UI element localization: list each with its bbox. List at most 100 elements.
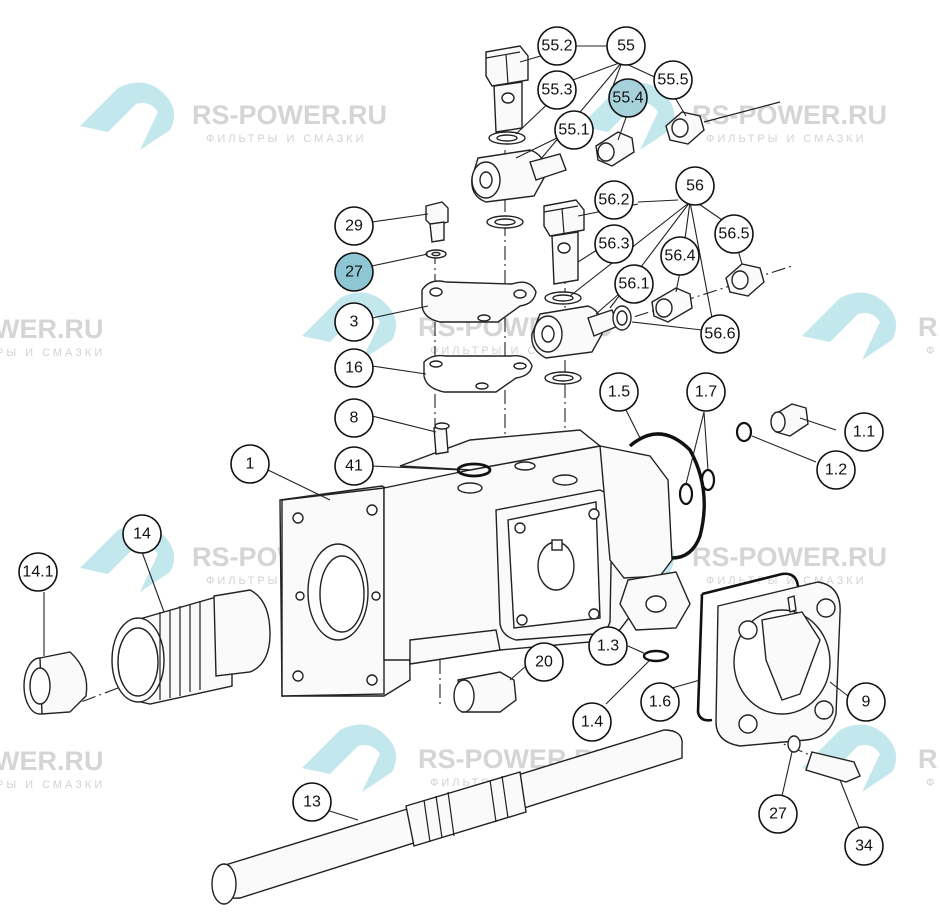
banjo-assembly-56 <box>531 199 765 385</box>
callout-55-2: 55.2 <box>537 26 577 66</box>
svg-text:14.1: 14.1 <box>22 564 53 581</box>
svg-text:55.2: 55.2 <box>541 38 572 55</box>
watermark-2: RS-POWER.RU ФИЛЬТРЫ И СМАЗКИ <box>580 82 887 150</box>
watermark-logo <box>802 292 897 360</box>
sleeve-14 <box>23 589 271 715</box>
callout-27: 27 <box>758 794 798 834</box>
svg-text:9: 9 <box>862 694 871 711</box>
svg-text:56.5: 56.5 <box>718 226 749 243</box>
svg-text:55.1: 55.1 <box>558 122 589 139</box>
callout-56-6: 56.6 <box>700 314 740 354</box>
end-cover-9 <box>696 572 861 783</box>
watermark-10: R Ф <box>802 724 938 792</box>
banjo-assembly-55 <box>471 45 781 229</box>
callout-1-1: 1.1 <box>844 412 884 452</box>
svg-text:34: 34 <box>855 838 873 855</box>
callout-55-3: 55.3 <box>537 70 577 110</box>
callout-1-3: 1.3 <box>588 626 628 666</box>
callout-13: 13 <box>292 782 332 822</box>
watermark-tagline-partial: РЫ И СМАЗКИ <box>0 779 105 791</box>
svg-text:1.5: 1.5 <box>608 384 630 401</box>
watermark-logo <box>80 82 175 150</box>
svg-text:13: 13 <box>303 794 321 811</box>
callout-56-2: 56.2 <box>594 180 634 220</box>
callout-16: 16 <box>334 348 374 388</box>
watermark-logo <box>802 724 897 792</box>
svg-text:16: 16 <box>345 360 363 377</box>
callout-56-1: 56.1 <box>614 264 654 304</box>
callout-56: 56 <box>675 166 715 206</box>
fitting-20 <box>453 671 517 713</box>
callout-1: 1 <box>230 444 270 484</box>
callout-9: 9 <box>846 682 886 722</box>
watermark-tagline: ФИЛЬТРЫ И СМАЗКИ <box>706 575 867 587</box>
svg-text:55.5: 55.5 <box>657 72 688 89</box>
svg-text:55.4: 55.4 <box>612 90 643 107</box>
shaft-13 <box>211 729 683 905</box>
watermark-logo <box>302 292 397 360</box>
callout-55-4: 55.4 <box>608 78 648 118</box>
ring-1-3 <box>642 649 670 663</box>
svg-text:56: 56 <box>686 178 704 195</box>
callout-56-4: 56.4 <box>660 236 700 276</box>
callout-27-highlighted: 27 <box>334 252 374 292</box>
watermark-brand-partial: WER.RU <box>0 746 104 776</box>
watermark-tagline-edge: Ф <box>926 345 937 357</box>
callout-8: 8 <box>334 398 374 438</box>
callout-3: 3 <box>334 302 374 342</box>
watermark-brand: RS-POWER.RU <box>692 100 887 130</box>
watermark-brand-edge: R <box>918 744 938 774</box>
main-housing <box>279 422 691 697</box>
svg-text:14: 14 <box>133 526 151 543</box>
callout-1-7: 1.7 <box>686 372 726 412</box>
callout-41: 41 <box>334 446 374 486</box>
watermark-brand: RS-POWER.RU <box>692 542 887 572</box>
callout-55: 55 <box>606 26 646 66</box>
watermark-logo <box>302 724 397 792</box>
callout-55-5: 55.5 <box>653 60 693 100</box>
watermark-brand-edge: R <box>918 312 938 342</box>
watermark-8: WER.RU РЫ И СМАЗКИ <box>0 746 105 791</box>
svg-text:56.1: 56.1 <box>618 276 649 293</box>
svg-text:55: 55 <box>617 38 635 55</box>
watermark-brand: RS-POWER.RU <box>192 100 387 130</box>
svg-text:20: 20 <box>535 654 553 671</box>
watermark-1: RS-POWER.RU ФИЛЬТРЫ И СМАЗКИ <box>80 82 387 150</box>
svg-text:29: 29 <box>345 218 363 235</box>
callout-34: 34 <box>844 826 884 866</box>
svg-text:56.6: 56.6 <box>704 326 735 343</box>
svg-text:55.3: 55.3 <box>541 82 572 99</box>
watermark-tagline: ФИЛЬТРЫ И СМАЗКИ <box>206 133 367 145</box>
leader-lines <box>43 45 861 831</box>
svg-text:1.7: 1.7 <box>695 384 717 401</box>
svg-text:1.1: 1.1 <box>853 424 875 441</box>
callout-14-1: 14.1 <box>18 552 58 592</box>
svg-text:1.3: 1.3 <box>597 638 619 655</box>
svg-text:8: 8 <box>350 410 359 427</box>
svg-text:3: 3 <box>350 314 359 331</box>
svg-text:1: 1 <box>246 456 255 473</box>
cover-plates <box>421 201 537 393</box>
watermark-tagline: ФИЛЬТРЫ И СМАЗКИ <box>706 133 867 145</box>
callout-1-6: 1.6 <box>640 682 680 722</box>
watermark-brand-partial: WER.RU <box>0 314 104 344</box>
watermark-3: WER.RU РЫ И СМАЗКИ <box>0 314 104 359</box>
callout-56-3: 56.3 <box>594 224 634 264</box>
callout-1-4: 1.4 <box>572 702 612 742</box>
callout-1-2: 1.2 <box>816 450 856 490</box>
svg-text:56.4: 56.4 <box>664 248 695 265</box>
svg-text:1.4: 1.4 <box>581 714 603 731</box>
callout-29: 29 <box>334 206 374 246</box>
svg-text:1.6: 1.6 <box>649 694 671 711</box>
callout-1-5: 1.5 <box>599 372 639 412</box>
watermark-5: R Ф <box>802 292 938 360</box>
watermark-logo <box>580 82 675 150</box>
watermark-tagline-edge: Ф <box>926 777 937 789</box>
callout-55-1: 55.1 <box>554 110 594 150</box>
svg-text:27: 27 <box>345 264 363 281</box>
callout-14: 14 <box>122 514 162 554</box>
callout-56-5: 56.5 <box>714 214 754 254</box>
seals-right <box>628 403 809 560</box>
